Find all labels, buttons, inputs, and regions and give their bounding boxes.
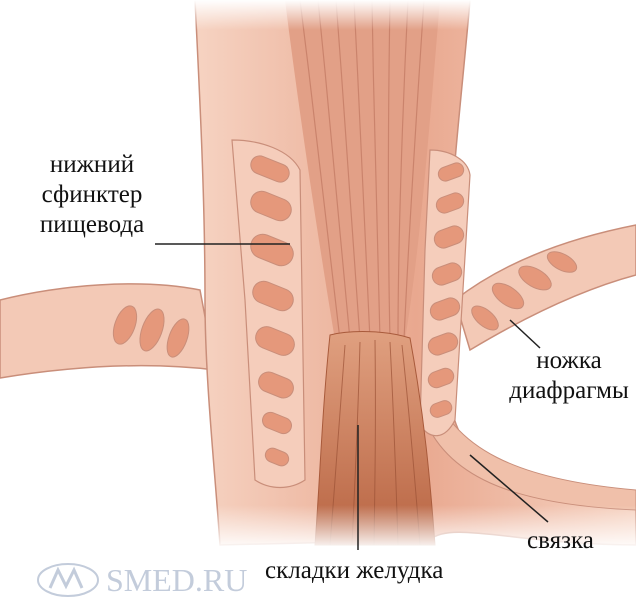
label-line: нижний — [22, 150, 162, 180]
leader-line-crus — [510, 320, 540, 348]
label-line: пищевода — [22, 210, 162, 240]
label-line: сфинктер — [22, 180, 162, 210]
label-line: ножка — [505, 346, 633, 376]
right-muscle-wall — [420, 150, 470, 436]
label-ligament: связка — [527, 526, 594, 556]
label-line: диафрагмы — [505, 376, 633, 406]
label-stomach-folds: складки желудка — [265, 556, 443, 586]
watermark-mark-icon — [36, 560, 100, 600]
watermark-text: SMED.RU — [106, 562, 247, 599]
label-diaphragm-crus: ножка диафрагмы — [505, 346, 633, 406]
label-lower-esophageal-sphincter: нижний сфинктер пищевода — [22, 150, 162, 240]
watermark-logo: SMED.RU — [36, 558, 247, 602]
